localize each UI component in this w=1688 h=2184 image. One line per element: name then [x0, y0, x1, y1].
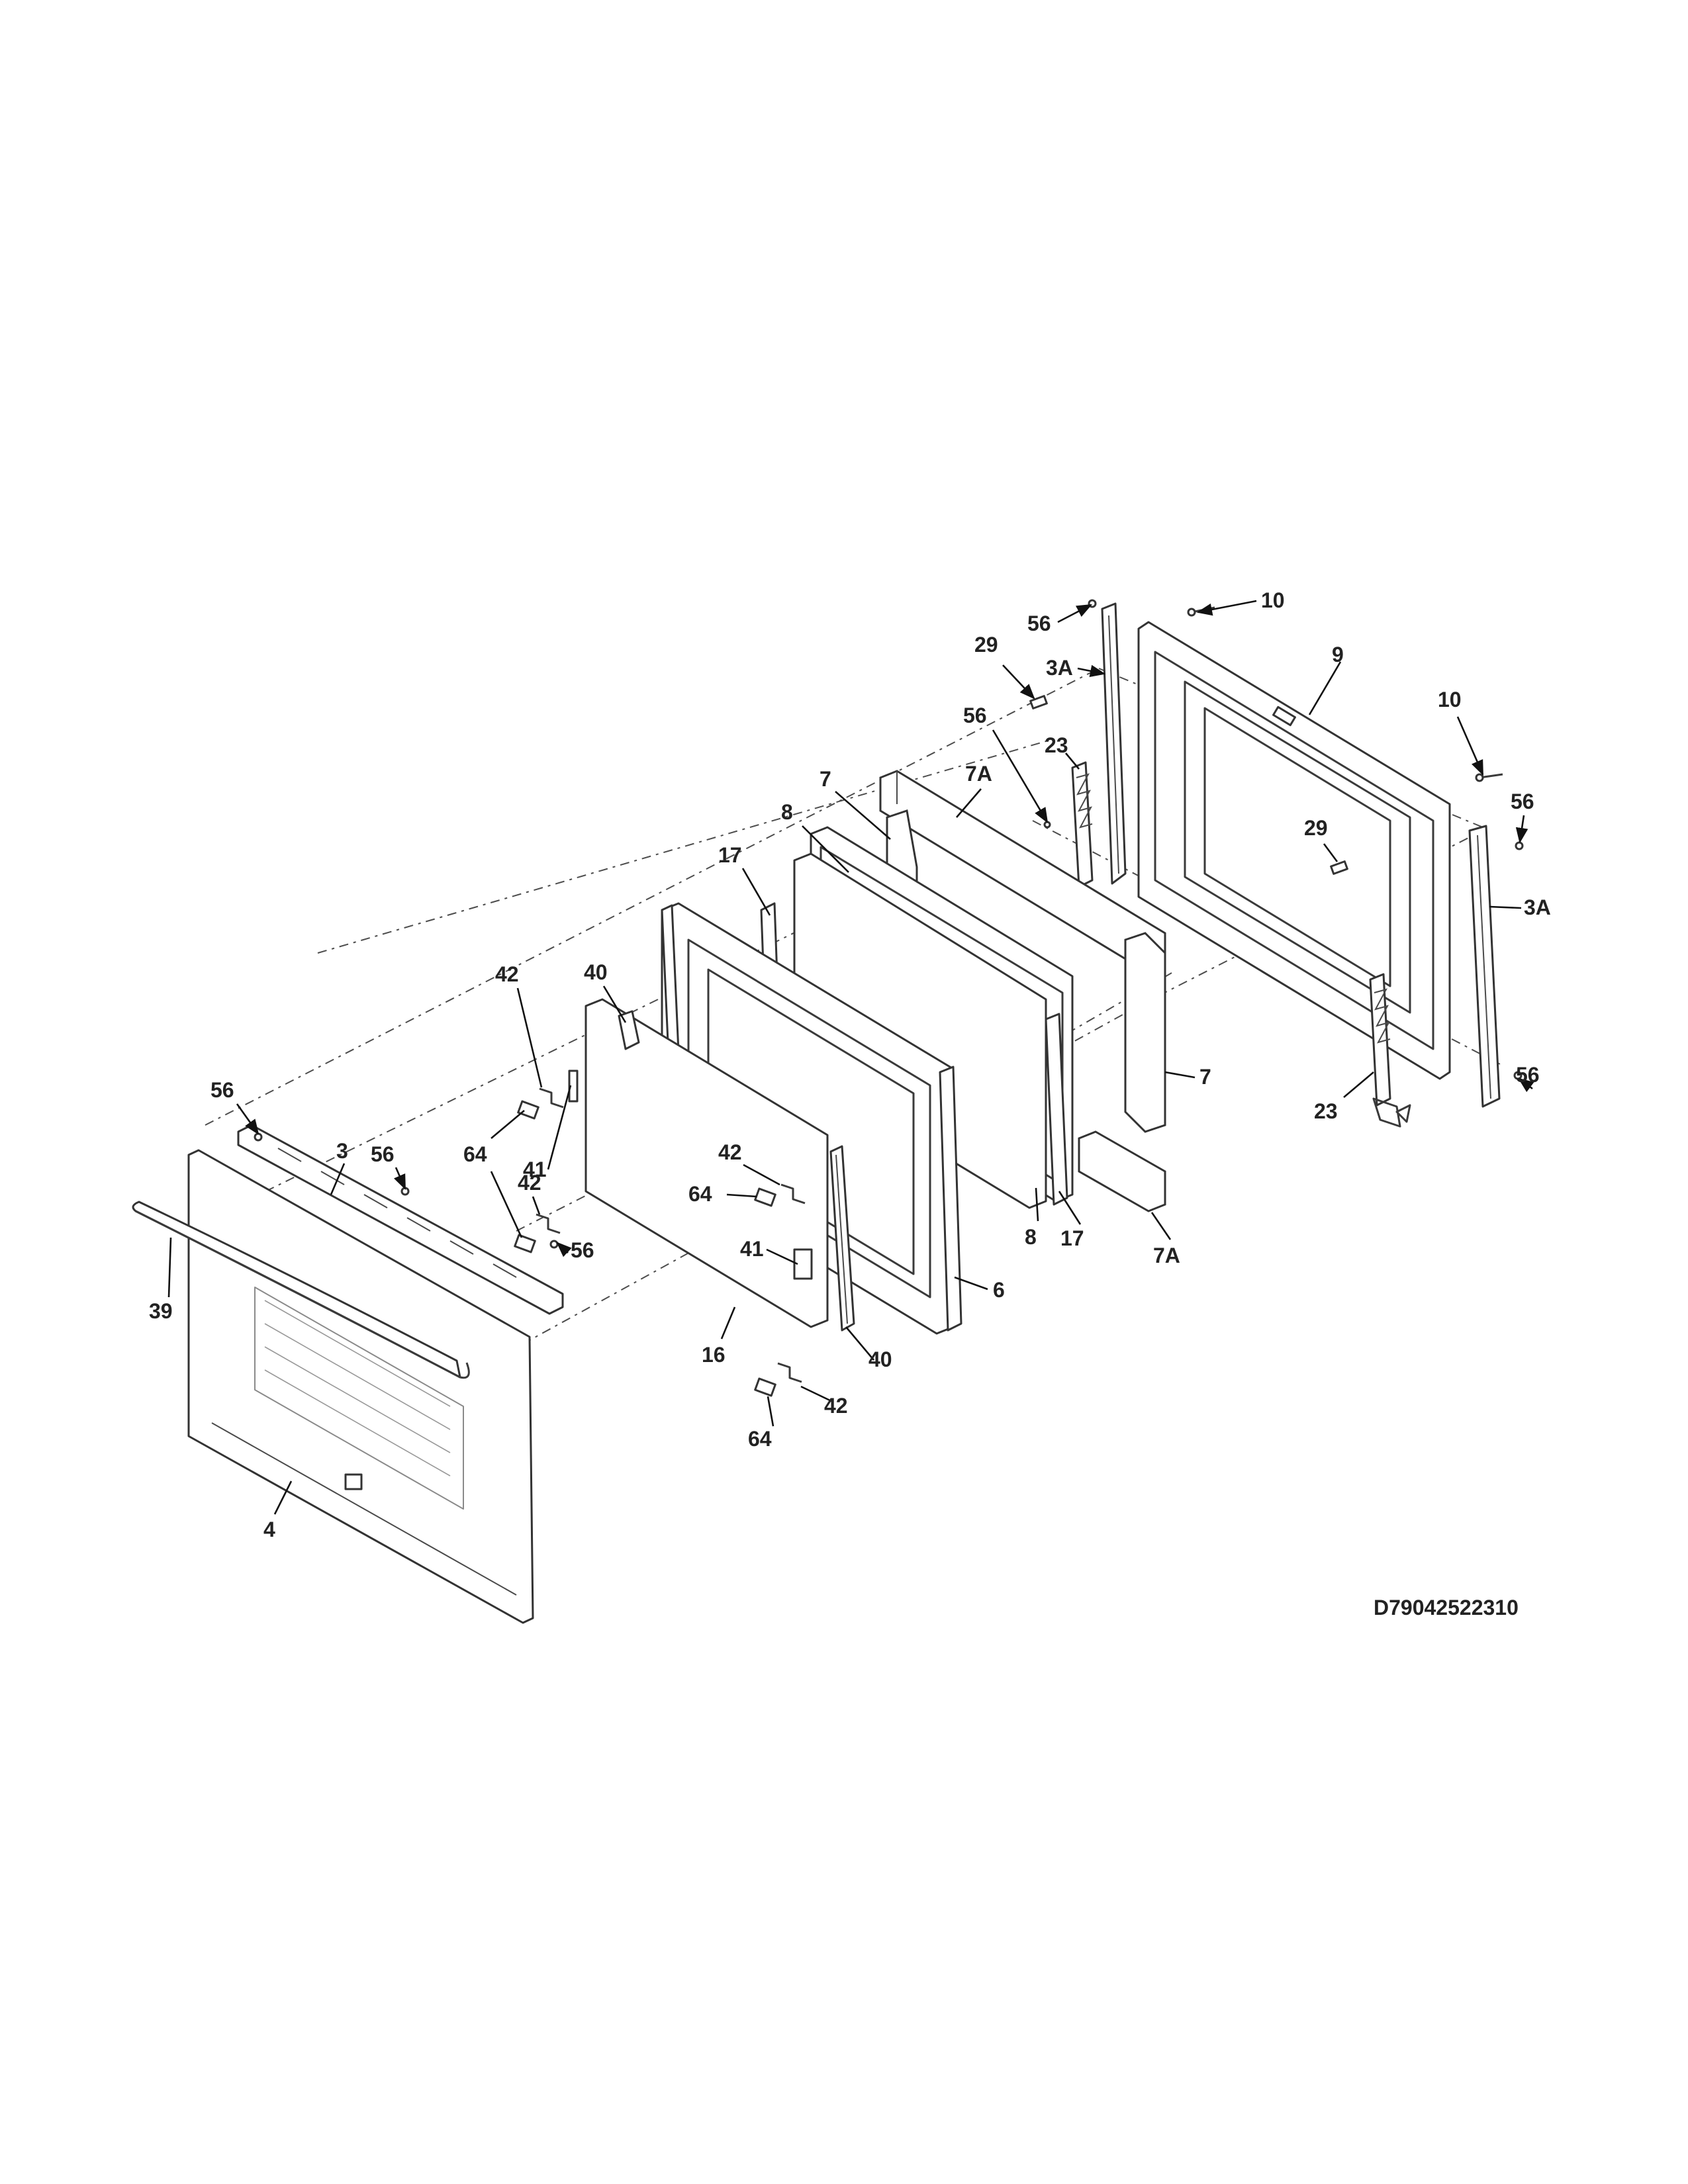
callout-8: 8: [1025, 1225, 1037, 1249]
callout-7: 7: [820, 767, 831, 791]
callout-56: 56: [963, 704, 987, 727]
outer-door-part-4: [187, 1149, 534, 1624]
side-trim-part-3a-right: [1468, 825, 1501, 1108]
leader-lines: [167, 600, 1534, 1515]
callout-56: 56: [371, 1142, 395, 1166]
callout-42: 42: [495, 962, 519, 986]
callout-3a: 3A: [1524, 895, 1551, 919]
callout-10: 10: [1438, 688, 1462, 711]
pad-part-64-bottom: [754, 1377, 776, 1397]
callout-3: 3: [336, 1139, 348, 1163]
callout-3a: 3A: [1046, 656, 1073, 680]
callout-39: 39: [149, 1299, 173, 1323]
door-liner-part-9: [1137, 621, 1451, 1080]
bracket-part-42-center: [780, 1183, 806, 1205]
callout-7a: 7A: [1153, 1244, 1180, 1267]
callout-17: 17: [718, 843, 742, 867]
pad-part-64-lower-left: [514, 1234, 536, 1253]
callout-40: 40: [584, 960, 608, 984]
side-trim-part-3a-left: [1101, 602, 1127, 885]
callout-56: 56: [571, 1238, 594, 1262]
callout-7: 7: [1199, 1065, 1211, 1089]
callout-56: 56: [211, 1078, 234, 1102]
callout-64: 64: [463, 1142, 487, 1166]
callout-29: 29: [974, 633, 998, 657]
insulation-part-7a-lower: [1078, 1130, 1166, 1212]
door-handle-part-39: [132, 1201, 470, 1379]
callout-42: 42: [718, 1140, 742, 1164]
hinge-part-23-lower: [1369, 973, 1411, 1128]
bracket-part-42-bottom: [777, 1362, 802, 1383]
callout-16: 16: [702, 1343, 726, 1367]
callout-23: 23: [1314, 1099, 1338, 1123]
retainer-part-17-right: [1045, 1013, 1068, 1206]
pad-part-64-center: [754, 1187, 776, 1207]
callout-42: 42: [824, 1394, 848, 1418]
callout-10: 10: [1261, 588, 1285, 612]
callout-64: 64: [748, 1427, 772, 1451]
callout-9: 9: [1332, 643, 1344, 666]
callout-6: 6: [993, 1278, 1005, 1302]
callout-7a: 7A: [965, 762, 992, 786]
callout-41: 41: [523, 1158, 547, 1181]
pin-part-29-right: [1330, 860, 1348, 875]
screw-part-56-set: [254, 599, 1524, 1249]
callout-42: 42: [518, 1171, 541, 1195]
callout-29: 29: [1304, 816, 1328, 840]
callout-41: 41: [740, 1237, 764, 1261]
glass-channel-part-40-right: [829, 1145, 855, 1332]
glass-guide-part-41-upper: [568, 1069, 579, 1103]
callout-17: 17: [1060, 1226, 1084, 1250]
bracket-part-42-lower-left: [536, 1213, 561, 1234]
callout-labels: 56 10 29 3A 9 56 23 10 7A 7 56 29 8 3A 1…: [149, 588, 1551, 1541]
diagram-code: D79042522310: [1374, 1596, 1519, 1619]
callout-56: 56: [1511, 790, 1534, 813]
hinge-part-23-upper: [1068, 761, 1094, 905]
callout-64: 64: [688, 1182, 712, 1206]
callout-40: 40: [868, 1347, 892, 1371]
bracket-part-42-upper-left: [539, 1087, 564, 1109]
pin-part-29-left: [1029, 695, 1048, 709]
insulation-part-7-lower: [1124, 932, 1166, 1133]
callout-4: 4: [263, 1518, 275, 1541]
pad-part-64-upper-left: [517, 1100, 539, 1120]
callout-8: 8: [781, 800, 793, 824]
inner-glass-part-16: [585, 998, 829, 1328]
callout-23: 23: [1045, 733, 1068, 757]
callout-56: 56: [1516, 1063, 1540, 1087]
callout-56: 56: [1027, 612, 1051, 635]
screw-part-10-right: [1475, 773, 1503, 782]
